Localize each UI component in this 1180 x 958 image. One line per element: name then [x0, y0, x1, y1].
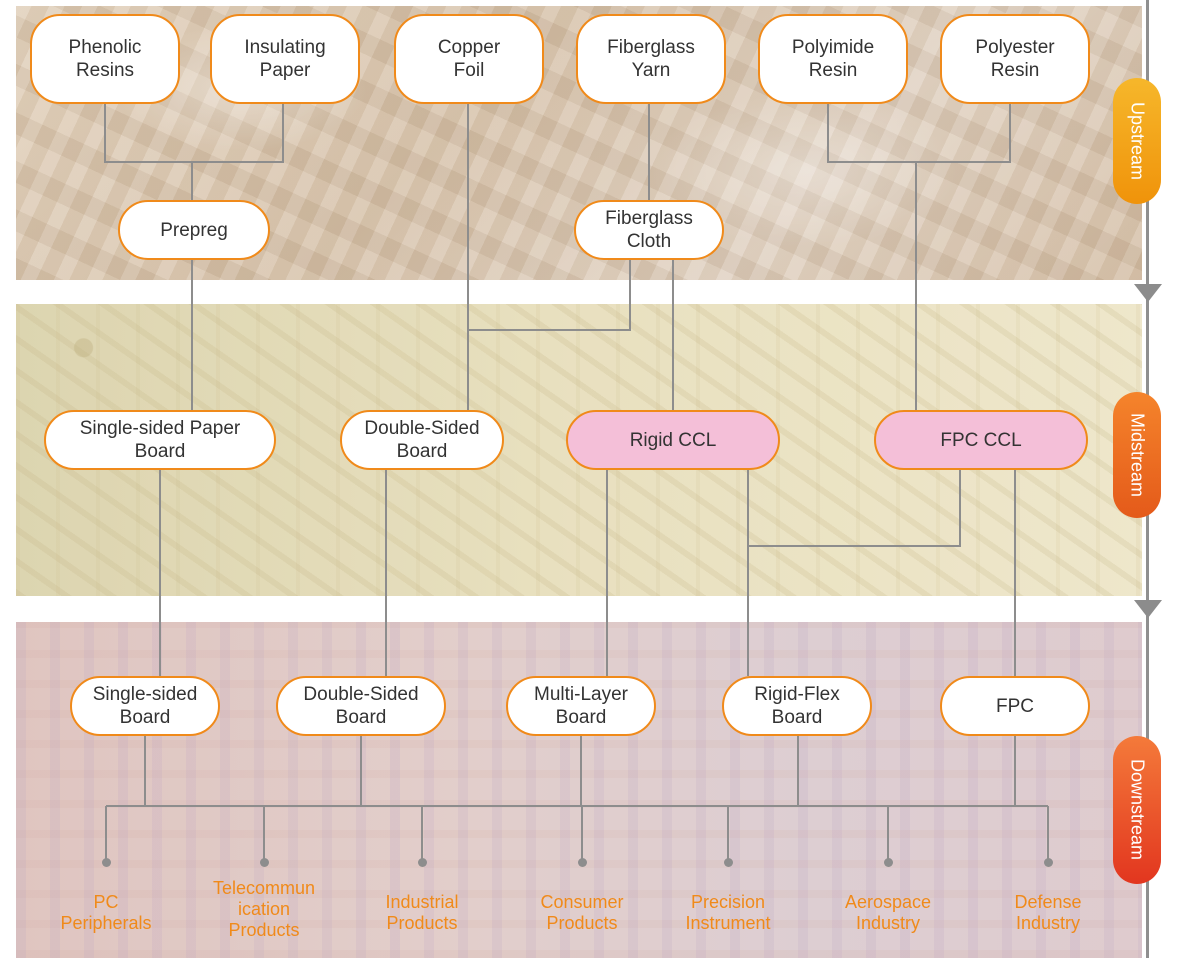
- connector-dot: [418, 858, 427, 867]
- stage-arrow-down-icon: [1134, 600, 1162, 618]
- connector-dot: [102, 858, 111, 867]
- connector-line: [748, 470, 961, 547]
- downstream-label: Downstream: [1113, 736, 1161, 884]
- upstream-label: Upstream: [1113, 78, 1161, 204]
- connector-dot: [884, 858, 893, 867]
- connector-line: [104, 100, 284, 163]
- node-fpc-ccl: FPC CCL: [874, 410, 1088, 470]
- node-fpc: FPC: [940, 676, 1090, 736]
- connector-line: [827, 100, 1011, 163]
- midstream-label: Midstream: [1113, 392, 1161, 518]
- node-rigid-ccl: Rigid CCL: [566, 410, 780, 470]
- node-prepreg: Prepreg: [118, 200, 270, 260]
- connector-dot: [260, 858, 269, 867]
- connector-line: [468, 258, 631, 331]
- connector-dot: [578, 858, 587, 867]
- connector-dot: [724, 858, 733, 867]
- stage-arrow-down-icon: [1134, 284, 1162, 302]
- connector-dot: [1044, 858, 1053, 867]
